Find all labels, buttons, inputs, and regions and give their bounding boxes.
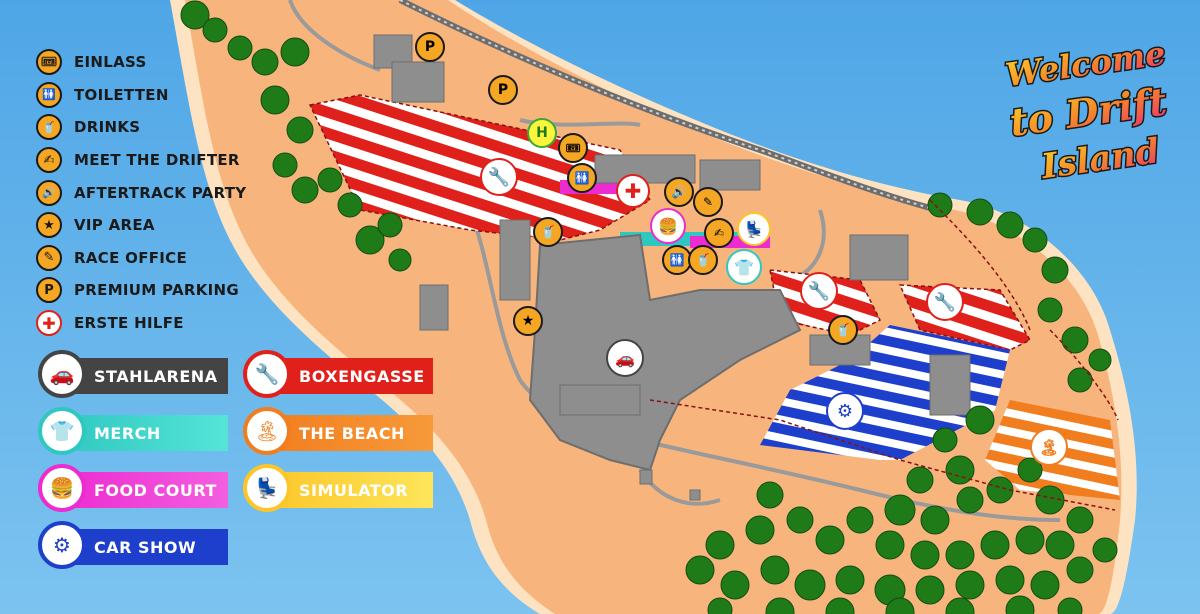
drinks-pin-2[interactable]: 🥤 bbox=[688, 245, 718, 275]
helipad-pin[interactable]: H bbox=[527, 118, 557, 148]
race-office-pin[interactable]: ✎ bbox=[693, 187, 723, 217]
stahlarena-pin[interactable]: 🚗 bbox=[606, 339, 644, 377]
food-court-pin[interactable]: 🍔 bbox=[650, 208, 686, 244]
tshirt-icon: 👕 bbox=[38, 407, 86, 455]
tools-icon: 🔧 bbox=[807, 280, 831, 302]
drink-icon: 🥤 bbox=[36, 114, 62, 141]
boxengasse-pin-1[interactable]: 🔧 bbox=[480, 158, 518, 196]
toilet-pin[interactable]: 🚻 bbox=[567, 163, 597, 193]
burger-icon: 🍔 bbox=[38, 464, 86, 512]
palm-icon: 🏝 bbox=[1038, 437, 1060, 457]
seat-icon: 💺 bbox=[243, 464, 291, 512]
zone-the-beach[interactable]: 🏝 THE BEACH bbox=[243, 407, 433, 455]
legend-item-race-office: ✎RACE OFFICE bbox=[36, 242, 276, 275]
parking-pin-1[interactable]: P bbox=[415, 32, 445, 62]
seat-icon: 💺 bbox=[744, 219, 764, 239]
drink-icon: 🥤 bbox=[835, 323, 851, 337]
trees bbox=[180, 0, 1118, 614]
zone-simulator[interactable]: 💺 SIMULATOR bbox=[243, 464, 433, 512]
car-drift-icon: 🚗 bbox=[38, 350, 86, 398]
simulator-pin[interactable]: 💺 bbox=[737, 212, 771, 246]
legend-item-meet-the-drifter: ✍MEET THE DRIFTER bbox=[36, 144, 276, 177]
ticket-icon: 🎟 bbox=[565, 141, 581, 155]
car-show-pin[interactable]: ⚙ bbox=[826, 392, 864, 430]
tools-icon: 🔧 bbox=[487, 166, 511, 188]
wheel-icon: ⚙ bbox=[38, 521, 86, 569]
party-pin[interactable]: 🔊 bbox=[664, 177, 694, 207]
star-icon: ★ bbox=[521, 313, 535, 329]
buildings bbox=[373, 34, 971, 501]
drink-icon: 🥤 bbox=[540, 225, 556, 239]
star-icon: ★ bbox=[36, 212, 62, 239]
toilet-icon: 🚻 bbox=[36, 81, 62, 108]
tools-icon: 🔧 bbox=[933, 291, 957, 313]
palm-icon: 🏝 bbox=[243, 407, 291, 455]
legend: 🎟EINLASS 🚻TOILETTEN 🥤DRINKS ✍MEET THE DR… bbox=[36, 46, 276, 339]
parking-pin-2[interactable]: P bbox=[488, 75, 518, 105]
car-drift-icon: 🚗 bbox=[615, 348, 635, 368]
drinks-pin-3[interactable]: 🥤 bbox=[828, 315, 858, 345]
tshirt-icon: 👕 bbox=[734, 257, 754, 277]
legend-item-drinks: 🥤DRINKS bbox=[36, 111, 276, 144]
speaker-icon: 🔊 bbox=[36, 179, 62, 206]
zone-stahlarena[interactable]: 🚗 STAHLARENA bbox=[38, 350, 228, 398]
logo-line-3: Island bbox=[1038, 131, 1162, 187]
welcome-logo: Welcome to Drift Island bbox=[1002, 33, 1171, 189]
vip-pin[interactable]: ★ bbox=[513, 306, 543, 336]
entrance-pin[interactable]: 🎟 bbox=[558, 133, 588, 163]
speaker-icon: 🔊 bbox=[671, 185, 687, 199]
zone-food-court[interactable]: 🍔 FOOD COURT bbox=[38, 464, 228, 512]
first-aid-icon: ✚ bbox=[36, 310, 62, 337]
toilet-icon: 🚻 bbox=[574, 171, 590, 185]
legend-item-aftertrack-party: 🔊AFTERTRACK PARTY bbox=[36, 176, 276, 209]
legend-item-vip-area: ★VIP AREA bbox=[36, 209, 276, 242]
boxengasse-pin-3[interactable]: 🔧 bbox=[926, 283, 964, 321]
zone-merch[interactable]: 👕 MERCH bbox=[38, 407, 228, 455]
merch-pin[interactable]: 👕 bbox=[726, 249, 762, 285]
pencil-icon: ✎ bbox=[702, 195, 714, 209]
zone-car-show[interactable]: ⚙ CAR SHOW bbox=[38, 521, 228, 569]
legend-item-erste-hilfe: ✚ERSTE HILFE bbox=[36, 307, 276, 340]
burger-icon: 🍔 bbox=[658, 216, 678, 236]
first-aid-icon: ✚ bbox=[624, 179, 642, 203]
drink-icon: 🥤 bbox=[695, 253, 711, 267]
toilet-pin-2[interactable]: 🚻 bbox=[662, 245, 692, 275]
meet-drifter-pin[interactable]: ✍ bbox=[704, 218, 734, 248]
tools-icon: 🔧 bbox=[243, 350, 291, 398]
pen-icon: ✍ bbox=[713, 226, 725, 240]
zone-boxengasse[interactable]: 🔧 BOXENGASSE bbox=[243, 350, 433, 398]
pen-icon: ✍ bbox=[36, 147, 62, 174]
legend-item-einlass: 🎟EINLASS bbox=[36, 46, 276, 79]
ticket-icon: 🎟 bbox=[36, 49, 62, 76]
parking-icon: P bbox=[36, 277, 62, 304]
wheel-icon: ⚙ bbox=[836, 400, 854, 422]
boxengasse-pin-2[interactable]: 🔧 bbox=[800, 272, 838, 310]
first-aid-pin[interactable]: ✚ bbox=[616, 174, 650, 208]
legend-item-toiletten: 🚻TOILETTEN bbox=[36, 79, 276, 112]
pencil-icon: ✎ bbox=[36, 244, 62, 271]
toilet-icon: 🚻 bbox=[669, 253, 685, 267]
beach-pin[interactable]: 🏝 bbox=[1030, 428, 1068, 466]
drinks-pin-1[interactable]: 🥤 bbox=[533, 217, 563, 247]
